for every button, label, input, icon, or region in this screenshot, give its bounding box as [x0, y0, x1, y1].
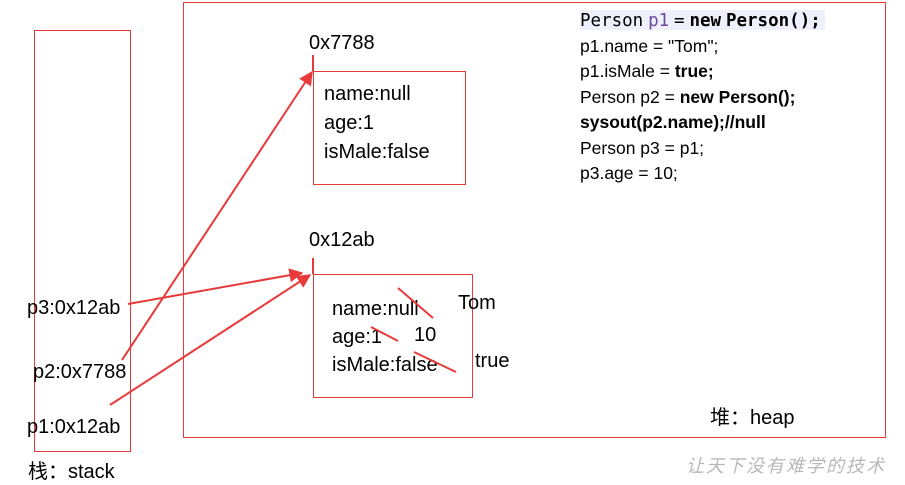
code-block: Person p1 = new Person(); p1.name = "Tom… — [580, 8, 825, 187]
stack-entry-p3: p3:0x12ab — [27, 297, 121, 319]
code-line-1: Person p1 = new Person(); — [580, 8, 825, 34]
field-name: name:null — [332, 298, 419, 320]
update-ismale-value: true — [475, 350, 510, 372]
field-name: name:null — [324, 83, 411, 105]
field-ismale: isMale:false — [332, 354, 438, 376]
code-line-6: Person p3 = p1; — [580, 137, 705, 158]
heap-address-0x7788: 0x7788 — [309, 32, 375, 54]
arrow-p2 — [121, 70, 313, 361]
code-keyword: new — [689, 11, 722, 31]
heap-frame — [183, 2, 886, 438]
code-line-2: p1.name = "Tom"; — [580, 35, 719, 56]
heap-object-0x12ab: name:null age:1 isMale:false — [313, 274, 473, 398]
stack-frame — [34, 30, 131, 452]
heap-caption: 堆：heap — [710, 407, 795, 429]
watermark: 让天下没有难学的技术 — [686, 456, 886, 477]
code-bold: new Person(); — [679, 86, 796, 107]
code-text: p1.isMale = — [580, 61, 675, 81]
code-ctor: Person(); — [725, 11, 821, 31]
code-type: Person — [580, 11, 644, 31]
field-age: age:1 — [324, 112, 375, 134]
strike-age — [370, 326, 399, 342]
strike-name — [397, 287, 434, 319]
arrow-p3 — [127, 268, 304, 305]
heap-address-0x12ab: 0x12ab — [309, 229, 375, 251]
code-eq: = — [674, 11, 685, 31]
field-age: age:1 — [332, 326, 383, 348]
heap-object-0x7788: name:null age:1 isMale:false — [313, 71, 466, 185]
code-bold: sysout(p2.name);//null — [580, 112, 766, 132]
code-var: p1 — [648, 11, 670, 31]
arrow-p1 — [109, 274, 312, 406]
code-line-4: Person p2 = new Person(); — [580, 85, 825, 111]
code-line-7: p3.age = 10; — [580, 163, 678, 183]
code-line-3: p1.isMale = true; — [580, 59, 825, 85]
update-name-value: Tom — [458, 292, 496, 314]
code-line-5: sysout(p2.name);//null — [580, 110, 825, 136]
code-bold: true; — [674, 61, 714, 81]
strike-ismale — [413, 351, 457, 373]
update-age-value: 10 — [414, 324, 437, 346]
code-text: Person p2 = — [580, 86, 680, 107]
stack-caption: 栈：stack — [28, 461, 115, 483]
stack-entry-p2: p2:0x7788 — [33, 361, 127, 383]
field-ismale: isMale:false — [324, 141, 430, 163]
stack-entry-p1: p1:0x12ab — [27, 416, 121, 438]
